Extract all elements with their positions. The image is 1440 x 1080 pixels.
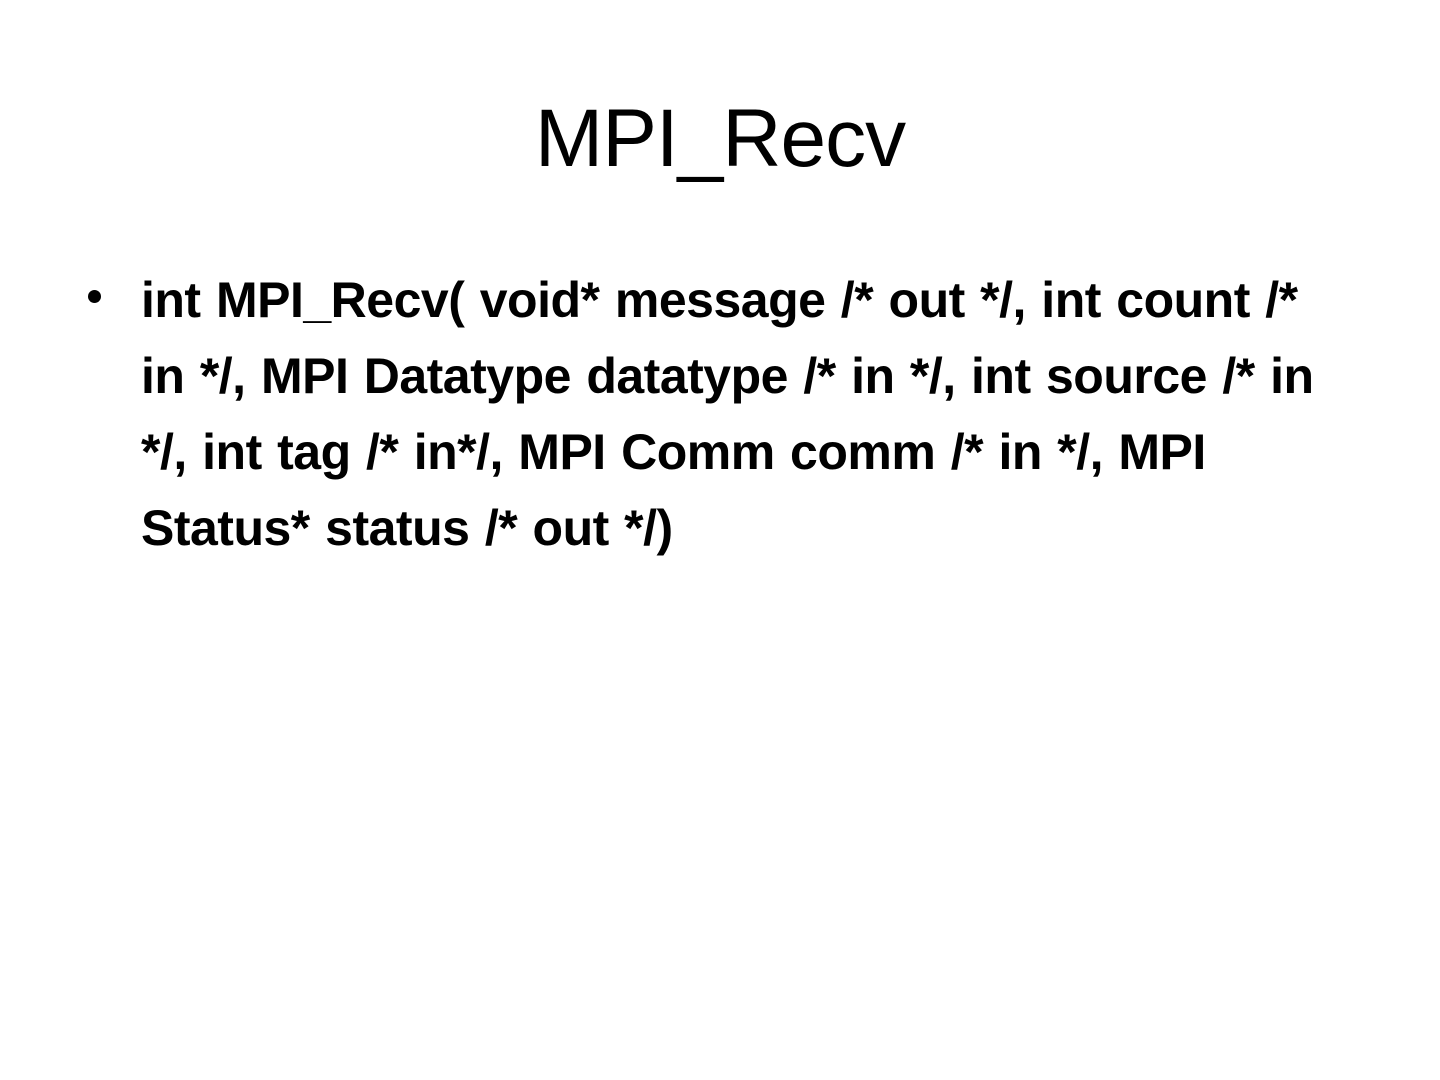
slide-title: MPI_Recv — [534, 93, 906, 184]
bullet-marker-icon — [88, 290, 101, 303]
bullet-item: int MPI_Recv( void* message /* out */, i… — [88, 262, 1348, 566]
bullet-text: int MPI_Recv( void* message /* out */, i… — [141, 272, 1314, 556]
bullet-list: int MPI_Recv( void* message /* out */, i… — [88, 262, 1348, 566]
